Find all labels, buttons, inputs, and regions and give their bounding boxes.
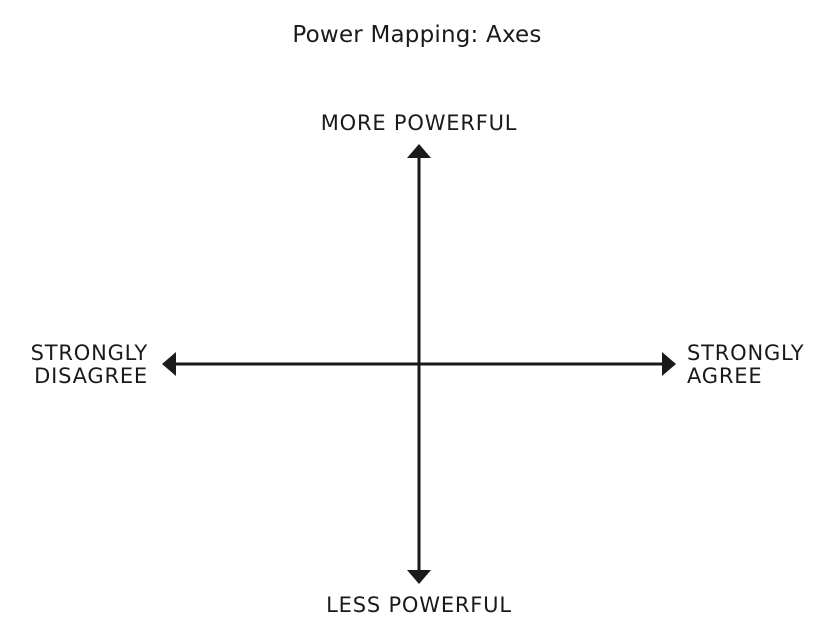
left-axis-label-line-2: DISAGREE: [34, 364, 148, 388]
arrowhead-up: [407, 144, 431, 158]
right-axis-label-line-2: AGREE: [687, 364, 763, 388]
right-axis-label: STRONGLY AGREE: [687, 342, 804, 388]
top-axis-label: MORE POWERFUL: [320, 111, 518, 135]
arrowhead-left: [162, 352, 176, 376]
arrowhead-down: [407, 570, 431, 584]
left-axis-label-line-1: STRONGLY: [30, 341, 148, 365]
left-axis-label: STRONGLY DISAGREE: [31, 342, 148, 388]
arrowhead-right: [662, 352, 676, 376]
diagram-title: Power Mapping: Axes: [292, 22, 542, 48]
bottom-axis-label: LESS POWERFUL: [326, 593, 512, 617]
right-axis-label-line-1: STRONGLY: [687, 341, 805, 365]
